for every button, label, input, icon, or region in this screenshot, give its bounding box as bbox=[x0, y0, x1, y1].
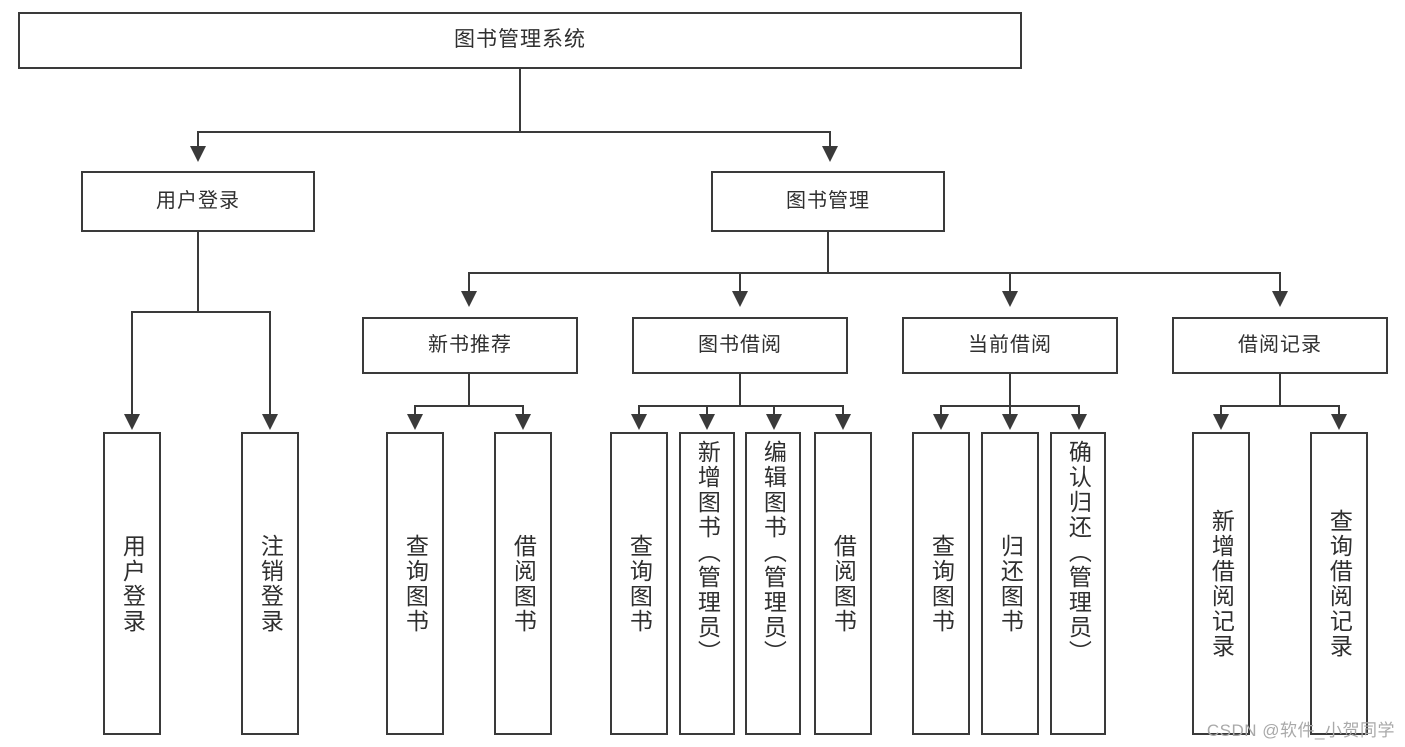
connector-br-drop-2 bbox=[1338, 405, 1340, 415]
arrow-to-leaf-borrow-book-1 bbox=[515, 414, 531, 430]
leaf-query-book-2-label: 查询图书 bbox=[626, 533, 653, 634]
arrow-to-user-login bbox=[190, 146, 206, 162]
arrow-to-leaf-query-book-1 bbox=[407, 414, 423, 430]
leaf-user-login[interactable]: 用户登录 bbox=[103, 432, 161, 735]
connector-root-bus bbox=[198, 131, 831, 133]
leaf-return-book[interactable]: 归还图书 bbox=[981, 432, 1039, 735]
arrow-to-leaf-query-book-3 bbox=[933, 414, 949, 430]
connector-br-bus bbox=[1221, 405, 1339, 407]
node-root-label: 图书管理系统 bbox=[454, 28, 586, 52]
leaf-borrow-book-2-label: 借阅图书 bbox=[830, 533, 857, 634]
connector-book-management-stem bbox=[827, 232, 829, 273]
leaf-borrow-book-2[interactable]: 借阅图书 bbox=[814, 432, 872, 735]
connector-nbr-bus bbox=[415, 405, 523, 407]
arrow-to-leaf-return-book bbox=[1002, 414, 1018, 430]
leaf-borrow-book-1[interactable]: 借阅图书 bbox=[494, 432, 552, 735]
connector-user-login-drop-1 bbox=[131, 311, 133, 415]
leaf-logout[interactable]: 注销登录 bbox=[241, 432, 299, 735]
connector-user-login-drop-2 bbox=[269, 311, 271, 415]
arrow-to-leaf-add-book bbox=[699, 414, 715, 430]
node-current-borrow[interactable]: 当前借阅 bbox=[902, 317, 1118, 374]
leaf-query-book-2[interactable]: 查询图书 bbox=[610, 432, 668, 735]
node-book-management[interactable]: 图书管理 bbox=[711, 171, 945, 232]
leaf-query-book-3-label: 查询图书 bbox=[928, 533, 955, 634]
connector-root-drop-right bbox=[829, 131, 831, 147]
connector-bb-bus bbox=[639, 405, 843, 407]
node-new-book-recommend-label: 新书推荐 bbox=[428, 334, 512, 356]
connector-nbr-drop-2 bbox=[522, 405, 524, 415]
arrow-to-leaf-logout bbox=[262, 414, 278, 430]
leaf-confirm-return[interactable]: 确认归还（管理员） bbox=[1050, 432, 1106, 735]
connector-cb-drop-3 bbox=[1078, 405, 1080, 415]
connector-bm-drop-4 bbox=[1279, 272, 1281, 292]
arrow-to-borrow-record bbox=[1272, 291, 1288, 307]
connector-user-login-stem bbox=[197, 232, 199, 312]
connector-bm-drop-3 bbox=[1009, 272, 1011, 292]
node-new-book-recommend[interactable]: 新书推荐 bbox=[362, 317, 578, 374]
leaf-query-record[interactable]: 查询借阅记录 bbox=[1310, 432, 1368, 735]
leaf-edit-book-label: 编辑图书（管理员） bbox=[760, 440, 787, 665]
node-borrow-record-label: 借阅记录 bbox=[1238, 334, 1322, 356]
node-user-login[interactable]: 用户登录 bbox=[81, 171, 315, 232]
connector-bm-drop-1 bbox=[468, 272, 470, 292]
connector-cb-drop-2 bbox=[1009, 405, 1011, 415]
connector-br-drop-1 bbox=[1220, 405, 1222, 415]
arrow-to-leaf-query-record bbox=[1331, 414, 1347, 430]
leaf-confirm-return-label: 确认归还（管理员） bbox=[1065, 440, 1092, 665]
node-borrow-record[interactable]: 借阅记录 bbox=[1172, 317, 1388, 374]
arrow-to-current-borrow bbox=[1002, 291, 1018, 307]
leaf-query-book-1-label: 查询图书 bbox=[402, 533, 429, 634]
leaf-edit-book[interactable]: 编辑图书（管理员） bbox=[745, 432, 801, 735]
node-user-login-label: 用户登录 bbox=[156, 190, 240, 212]
arrow-to-leaf-add-record bbox=[1213, 414, 1229, 430]
leaf-add-book[interactable]: 新增图书（管理员） bbox=[679, 432, 735, 735]
arrow-to-leaf-confirm-return bbox=[1071, 414, 1087, 430]
node-root[interactable]: 图书管理系统 bbox=[18, 12, 1022, 69]
leaf-add-record[interactable]: 新增借阅记录 bbox=[1192, 432, 1250, 735]
node-book-borrow-label: 图书借阅 bbox=[698, 334, 782, 356]
connector-cb-stem bbox=[1009, 374, 1011, 406]
connector-nbr-drop-1 bbox=[414, 405, 416, 415]
connector-bb-stem bbox=[739, 374, 741, 406]
arrow-to-book-borrow bbox=[732, 291, 748, 307]
arrow-to-leaf-user-login bbox=[124, 414, 140, 430]
connector-book-management-bus bbox=[469, 272, 1281, 274]
leaf-return-book-label: 归还图书 bbox=[997, 533, 1024, 634]
connector-bb-drop-4 bbox=[842, 405, 844, 415]
node-book-borrow[interactable]: 图书借阅 bbox=[632, 317, 848, 374]
arrow-to-leaf-edit-book bbox=[766, 414, 782, 430]
arrow-to-leaf-query-book-2 bbox=[631, 414, 647, 430]
connector-bb-drop-1 bbox=[638, 405, 640, 415]
arrow-to-book-management bbox=[822, 146, 838, 162]
connector-bb-drop-2 bbox=[706, 405, 708, 415]
node-current-borrow-label: 当前借阅 bbox=[968, 334, 1052, 356]
arrow-to-new-book-recommend bbox=[461, 291, 477, 307]
connector-cb-drop-1 bbox=[940, 405, 942, 415]
leaf-user-login-label: 用户登录 bbox=[119, 533, 146, 634]
connector-bm-drop-2 bbox=[739, 272, 741, 292]
connector-br-stem bbox=[1279, 374, 1281, 406]
leaf-borrow-book-1-label: 借阅图书 bbox=[510, 533, 537, 634]
connector-nbr-stem bbox=[468, 374, 470, 406]
connector-root-drop-left bbox=[197, 131, 199, 147]
leaf-query-record-label: 查询借阅记录 bbox=[1326, 508, 1353, 659]
leaf-add-record-label: 新增借阅记录 bbox=[1208, 508, 1235, 659]
connector-root-stem bbox=[519, 69, 521, 132]
leaf-query-book-3[interactable]: 查询图书 bbox=[912, 432, 970, 735]
arrow-to-leaf-borrow-book-2 bbox=[835, 414, 851, 430]
node-book-management-label: 图书管理 bbox=[786, 190, 870, 212]
leaf-logout-label: 注销登录 bbox=[257, 533, 284, 634]
leaf-query-book-1[interactable]: 查询图书 bbox=[386, 432, 444, 735]
connector-user-login-bus bbox=[132, 311, 270, 313]
connector-bb-drop-3 bbox=[773, 405, 775, 415]
leaf-add-book-label: 新增图书（管理员） bbox=[694, 440, 721, 665]
